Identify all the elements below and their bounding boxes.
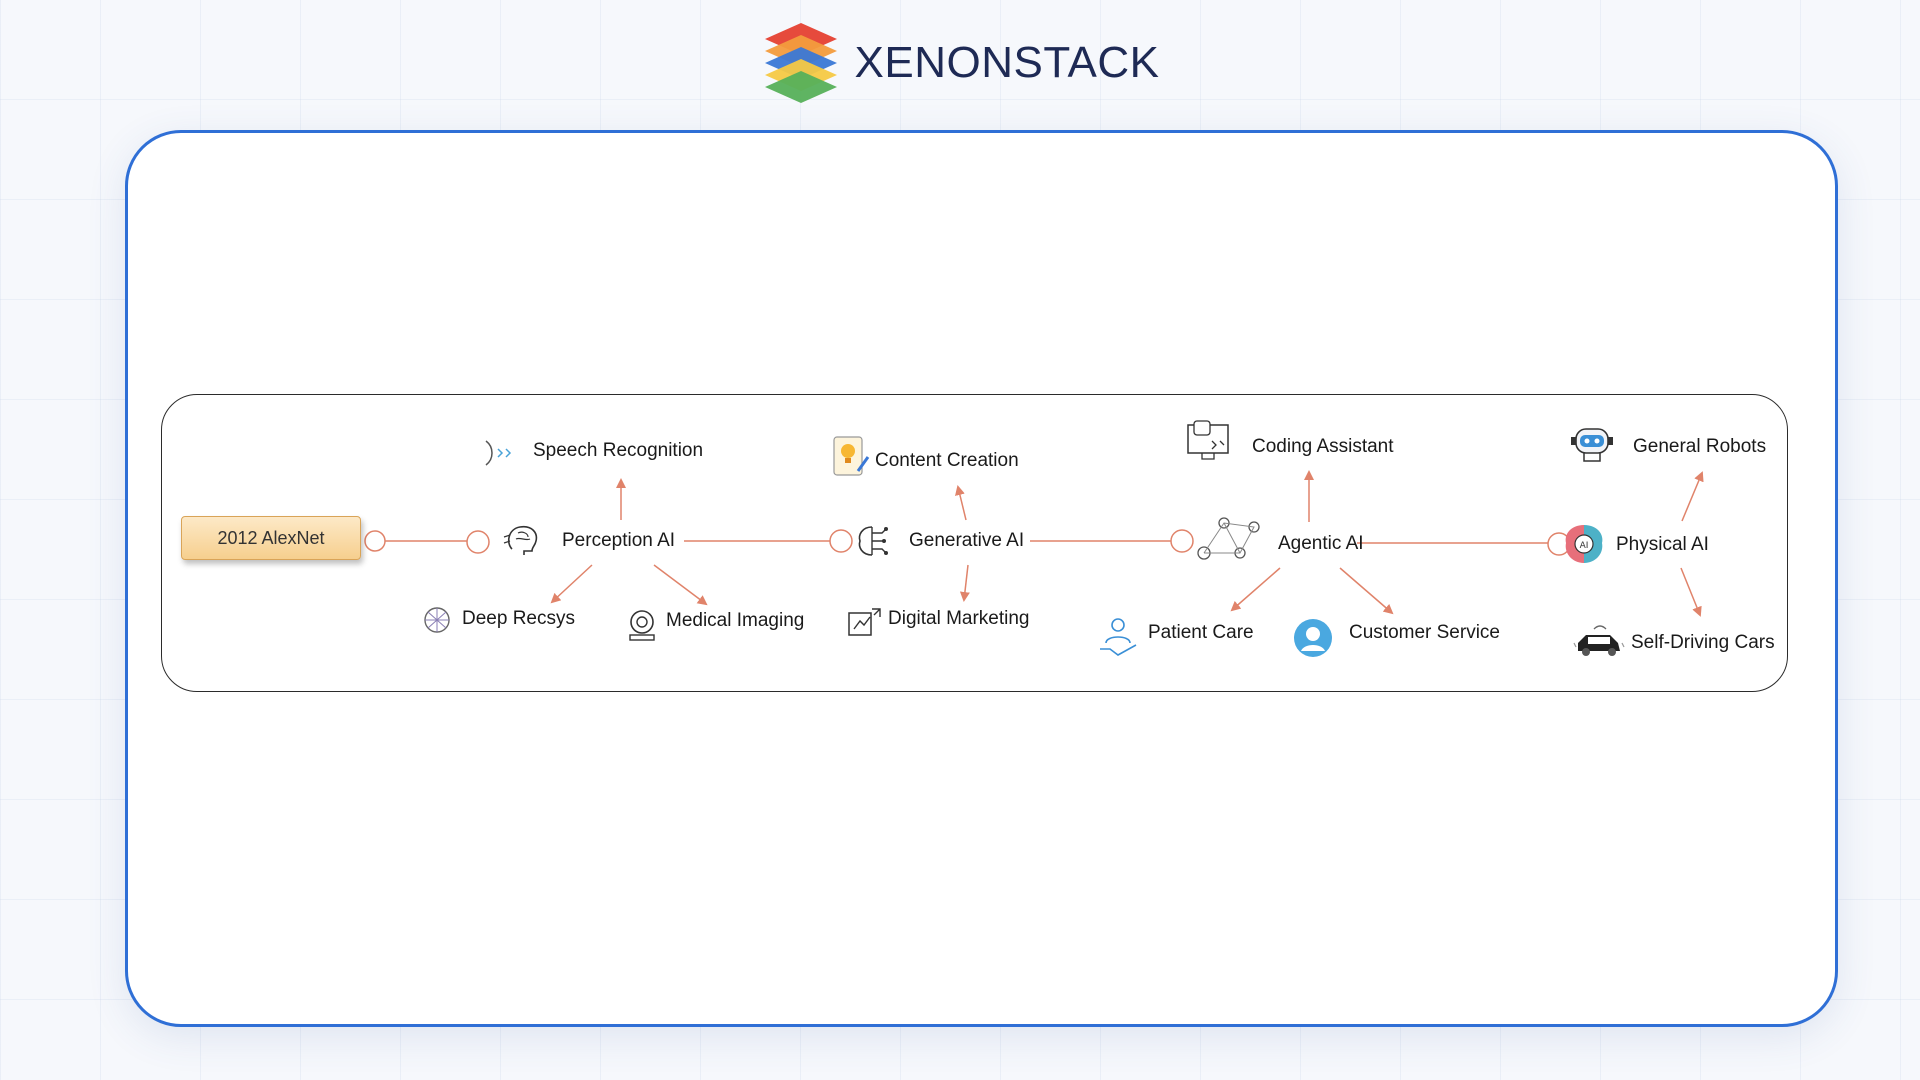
timeline-node (1170, 529, 1194, 553)
agent-network-icon (1197, 517, 1260, 560)
arrow (1681, 471, 1704, 522)
stage-perception-ai: Perception AI (562, 530, 676, 551)
arrow (955, 485, 967, 521)
circuit-brain-icon (858, 526, 888, 556)
stage-generative-ai: Generative AI (909, 530, 1025, 551)
app-speech-recognition: Speech Recognition (533, 440, 704, 461)
stage-physical-ai: Physical AI (1616, 534, 1709, 555)
app-customer-service: Customer Service (1349, 622, 1500, 643)
start-node-alexnet: 2012 AlexNet (181, 516, 361, 560)
app-medical-imaging: Medical Imaging (666, 610, 805, 631)
arrow (550, 564, 593, 604)
network-sphere-icon (424, 607, 450, 633)
self-driving-car-icon (1573, 625, 1625, 656)
arrow (1339, 567, 1394, 615)
arrow (1230, 567, 1281, 612)
customer-service-icon (1294, 619, 1332, 657)
speech-wave-icon (485, 440, 512, 466)
ai-evolution-diagram: 2012 AlexNet Perception AI Speech Recogn… (161, 394, 1788, 692)
brand-name[interactable]: XENONSTACK (854, 38, 1160, 87)
timeline-node (364, 530, 386, 552)
app-deep-recsys: Deep Recsys (462, 608, 575, 629)
medical-scanner-icon (629, 610, 655, 641)
marketing-screen-icon (848, 608, 881, 636)
diagram-connectors (364, 470, 1704, 617)
app-patient-care: Patient Care (1148, 622, 1254, 643)
app-general-robots: General Robots (1633, 436, 1767, 457)
stage-agentic-ai: Agentic AI (1278, 533, 1364, 554)
app-digital-marketing: Digital Marketing (888, 608, 1030, 629)
idea-board-icon (833, 436, 870, 476)
patient-care-icon (1100, 618, 1137, 656)
timeline-node (829, 529, 853, 553)
header: XENONSTACK (0, 18, 1920, 108)
xenonstack-logo-icon (764, 23, 837, 103)
arrow (959, 564, 970, 602)
timeline-node (466, 530, 490, 554)
arrow (1680, 567, 1702, 617)
robot-head-icon (1571, 428, 1613, 462)
app-coding-assistant: Coding Assistant (1252, 436, 1394, 457)
app-content-creation: Content Creation (875, 450, 1019, 471)
ai-brain-icon: AI (1565, 525, 1603, 563)
arrow (653, 564, 708, 606)
app-self-driving-cars: Self-Driving Cars (1631, 632, 1775, 653)
coding-monitor-icon (1187, 420, 1229, 460)
svg-text:AI: AI (1580, 541, 1589, 551)
brain-head-icon (503, 525, 538, 555)
